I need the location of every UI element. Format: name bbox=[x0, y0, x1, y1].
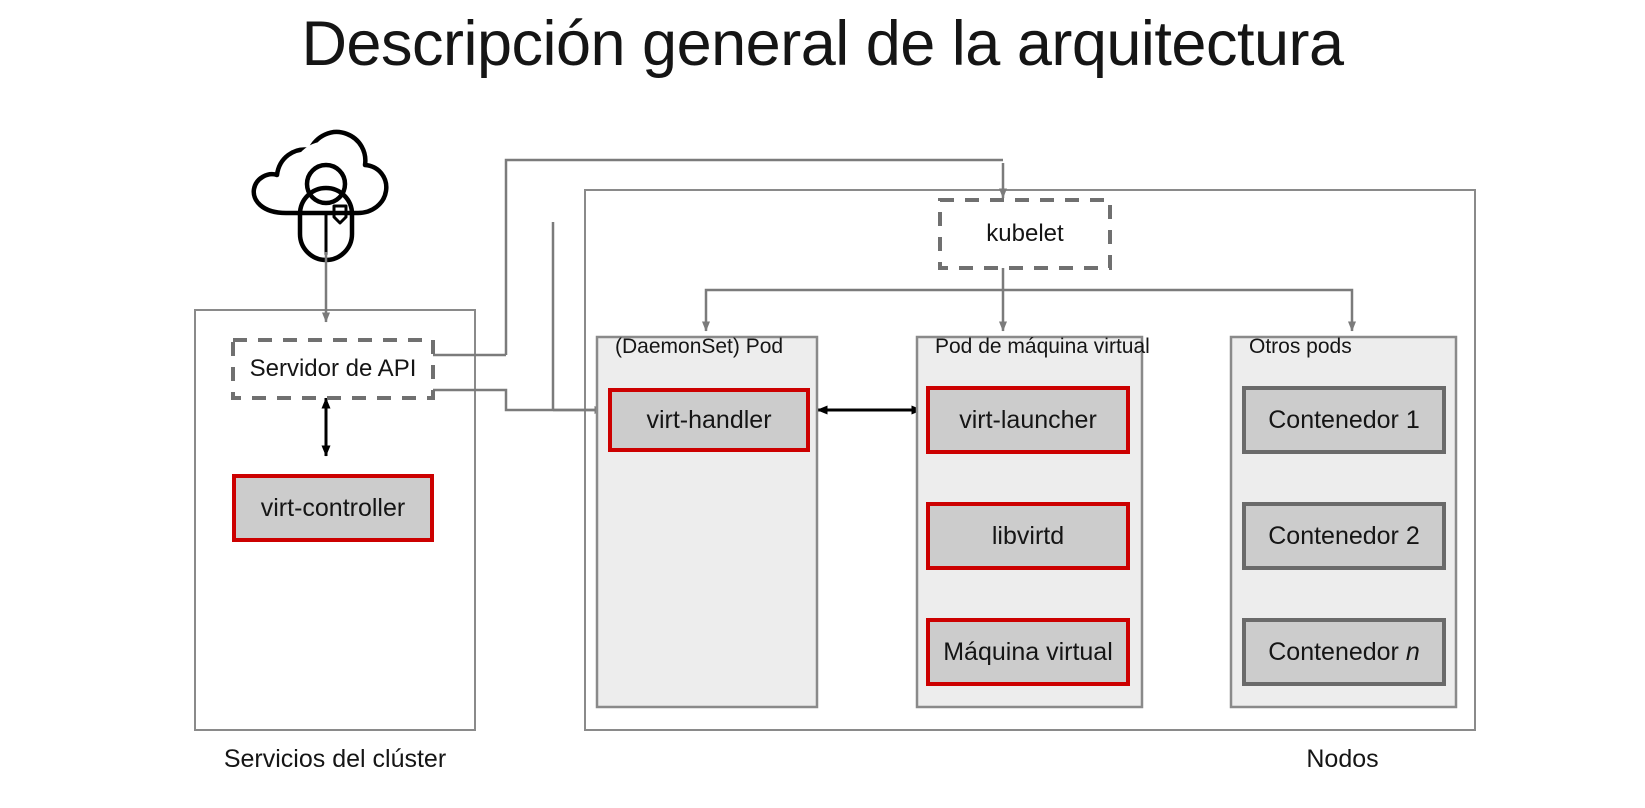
pod-title-daemonset: (DaemonSet) Pod bbox=[615, 335, 784, 358]
contenedor-n-box[interactable] bbox=[1242, 618, 1446, 686]
pod-title-other-pods: Otros pods bbox=[1249, 335, 1352, 358]
contenedor-n-label: Contenedor n bbox=[1244, 620, 1444, 684]
contenedor-n-text: Contenedor n bbox=[1268, 637, 1420, 666]
connector-kubelet-to-daemonset-pod bbox=[702, 288, 1003, 332]
contenedor-n-index: n bbox=[1405, 637, 1420, 666]
contenedor-2-box[interactable] bbox=[1242, 502, 1446, 570]
virt-handler-box[interactable] bbox=[608, 388, 810, 452]
virt-handler-label: virt-handler bbox=[646, 405, 772, 434]
virt-controller-box[interactable] bbox=[232, 474, 434, 542]
virt-launcher-box[interactable] bbox=[926, 386, 1130, 454]
contenedor-1-label: Contenedor 1 bbox=[1268, 405, 1420, 434]
connector-virthandler-to-apiserver bbox=[420, 386, 597, 412]
cloud-user-icon bbox=[251, 129, 389, 263]
cluster-services-container bbox=[194, 309, 476, 731]
api-server-box[interactable] bbox=[231, 338, 435, 400]
cluster-services-caption: Servicios del clúster bbox=[223, 745, 447, 773]
contenedor-1-box[interactable] bbox=[1242, 386, 1446, 454]
api-server-label: Servidor de API bbox=[249, 355, 417, 382]
maquina-virtual-label: Máquina virtual bbox=[943, 637, 1113, 666]
nodes-container bbox=[584, 189, 1476, 731]
nodes-caption: Nodos bbox=[1306, 745, 1379, 773]
virt-controller-label: virt-controller bbox=[260, 493, 406, 522]
maquina-virtual-box[interactable] bbox=[926, 618, 1130, 686]
pod-title-virtual-machine: Pod de máquina virtual bbox=[935, 335, 1150, 358]
connector-apiserver-to-kubelet bbox=[504, 158, 1003, 355]
virt-launcher-label: virt-launcher bbox=[959, 405, 1097, 434]
kubelet-label: kubelet bbox=[986, 220, 1064, 247]
contenedor-2-label: Contenedor 2 bbox=[1268, 521, 1420, 550]
libvirtd-box[interactable] bbox=[926, 502, 1130, 570]
connector-kubelet-to-other-pods bbox=[1003, 288, 1356, 332]
page-title: Descripción general de la arquitectura bbox=[301, 9, 1344, 79]
kubelet-box[interactable] bbox=[938, 198, 1112, 270]
libvirtd-label: libvirtd bbox=[991, 521, 1065, 550]
